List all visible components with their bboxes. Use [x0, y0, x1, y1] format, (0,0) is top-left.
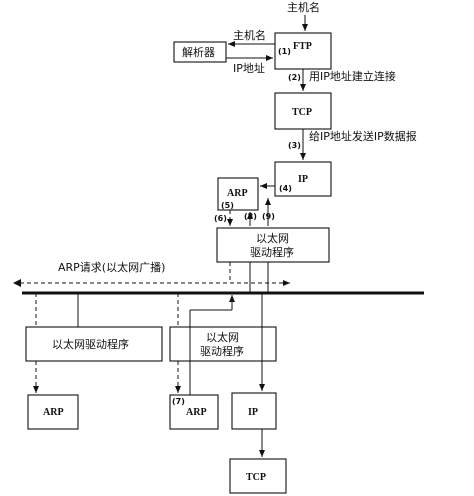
- eth-driver-mid-box: [169, 326, 277, 362]
- ftp-label: FTP: [293, 41, 312, 52]
- label-ip-address: IP地址: [233, 61, 265, 75]
- resolver-label: 解析器: [182, 45, 215, 59]
- label-arp-request: ARP请求(以太网广播): [58, 260, 165, 274]
- label-connect-by-ip: 用IP地址建立连接: [309, 69, 396, 83]
- ip-bottom-box: [231, 392, 277, 430]
- broadcast-arrow-left-head: [13, 279, 21, 287]
- eth-driver-top-box: [216, 227, 330, 263]
- resolver-box: [173, 41, 227, 63]
- arp-mid-label: ARP: [186, 407, 207, 418]
- step-2: (2): [288, 73, 301, 82]
- step-5: (5): [221, 201, 234, 210]
- step-3: (3): [288, 141, 301, 150]
- ip-top-box: [274, 161, 332, 197]
- label-hostname-top: 主机名: [287, 0, 320, 14]
- arp-top-label: ARP: [227, 188, 248, 199]
- tcp-top-label: TCP: [292, 107, 312, 118]
- eth-driver-mid-line2: 驱动程序: [200, 344, 244, 358]
- label-hostname-left: 主机名: [233, 28, 266, 42]
- arp-left-box: [27, 394, 79, 430]
- eth-driver-left-box: [25, 326, 163, 362]
- step-6: (6): [214, 214, 227, 223]
- eth-driver-top-line2: 驱动程序: [250, 245, 294, 259]
- arp-top-box: [217, 177, 259, 211]
- step-1: (1): [278, 47, 291, 56]
- ip-top-label: IP: [298, 174, 308, 185]
- arp-left-label: ARP: [43, 407, 64, 418]
- eth-driver-top-line1: 以太网: [256, 232, 289, 245]
- tcp-top-box: [274, 92, 332, 130]
- eth-driver-mid-line1: 以太网: [206, 331, 239, 344]
- eth-driver-left-label: 以太网驱动程序: [52, 337, 129, 351]
- ip-bottom-label: IP: [248, 407, 258, 418]
- tcp-bottom-label: TCP: [246, 472, 266, 483]
- step-7: (7): [172, 397, 185, 406]
- tcp-bottom-box: [229, 458, 287, 494]
- label-send-ip-datagram: 给IP地址发送IP数据报: [309, 129, 417, 143]
- arp-mid-box: [169, 394, 219, 430]
- step-4: (4): [279, 184, 292, 193]
